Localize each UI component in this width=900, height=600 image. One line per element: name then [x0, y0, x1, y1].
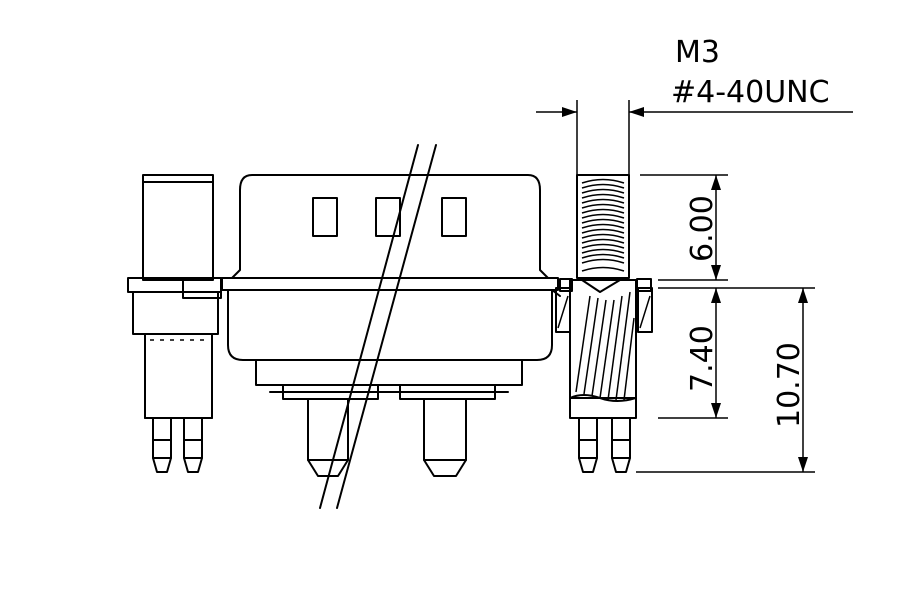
lower-housing [227, 289, 553, 361]
dim-thread-length-label: 6.00 [685, 195, 720, 262]
break-line-1 [319, 144, 419, 509]
body-hatching [575, 291, 635, 401]
contact-window-1 [312, 197, 338, 237]
flange [221, 277, 559, 291]
power-contact-left [307, 398, 349, 477]
threaded-post [576, 174, 630, 279]
power-contact-right [423, 398, 467, 477]
right-side-view [555, 174, 653, 473]
dimension-lines [536, 100, 853, 473]
right-pins [578, 417, 631, 473]
left-bracket [132, 291, 219, 335]
contact-window-3 [441, 197, 467, 237]
thread-hatching [581, 178, 625, 272]
left-side-view [127, 174, 222, 473]
break-line-2 [336, 144, 437, 509]
left-standoff [142, 174, 214, 281]
thread-unc-label: #4-40UNC [671, 75, 830, 110]
standoff-base [569, 397, 637, 419]
thread-metric-label: M3 [675, 35, 720, 70]
left-pins [152, 417, 203, 473]
dsub-shell [231, 174, 549, 279]
contact-window-2 [375, 197, 401, 237]
dim-body-height-label: 7.40 [685, 325, 720, 392]
insulator-block [255, 359, 523, 386]
dim-total-height-label: 10.70 [772, 342, 807, 428]
center-front-view [221, 144, 561, 509]
